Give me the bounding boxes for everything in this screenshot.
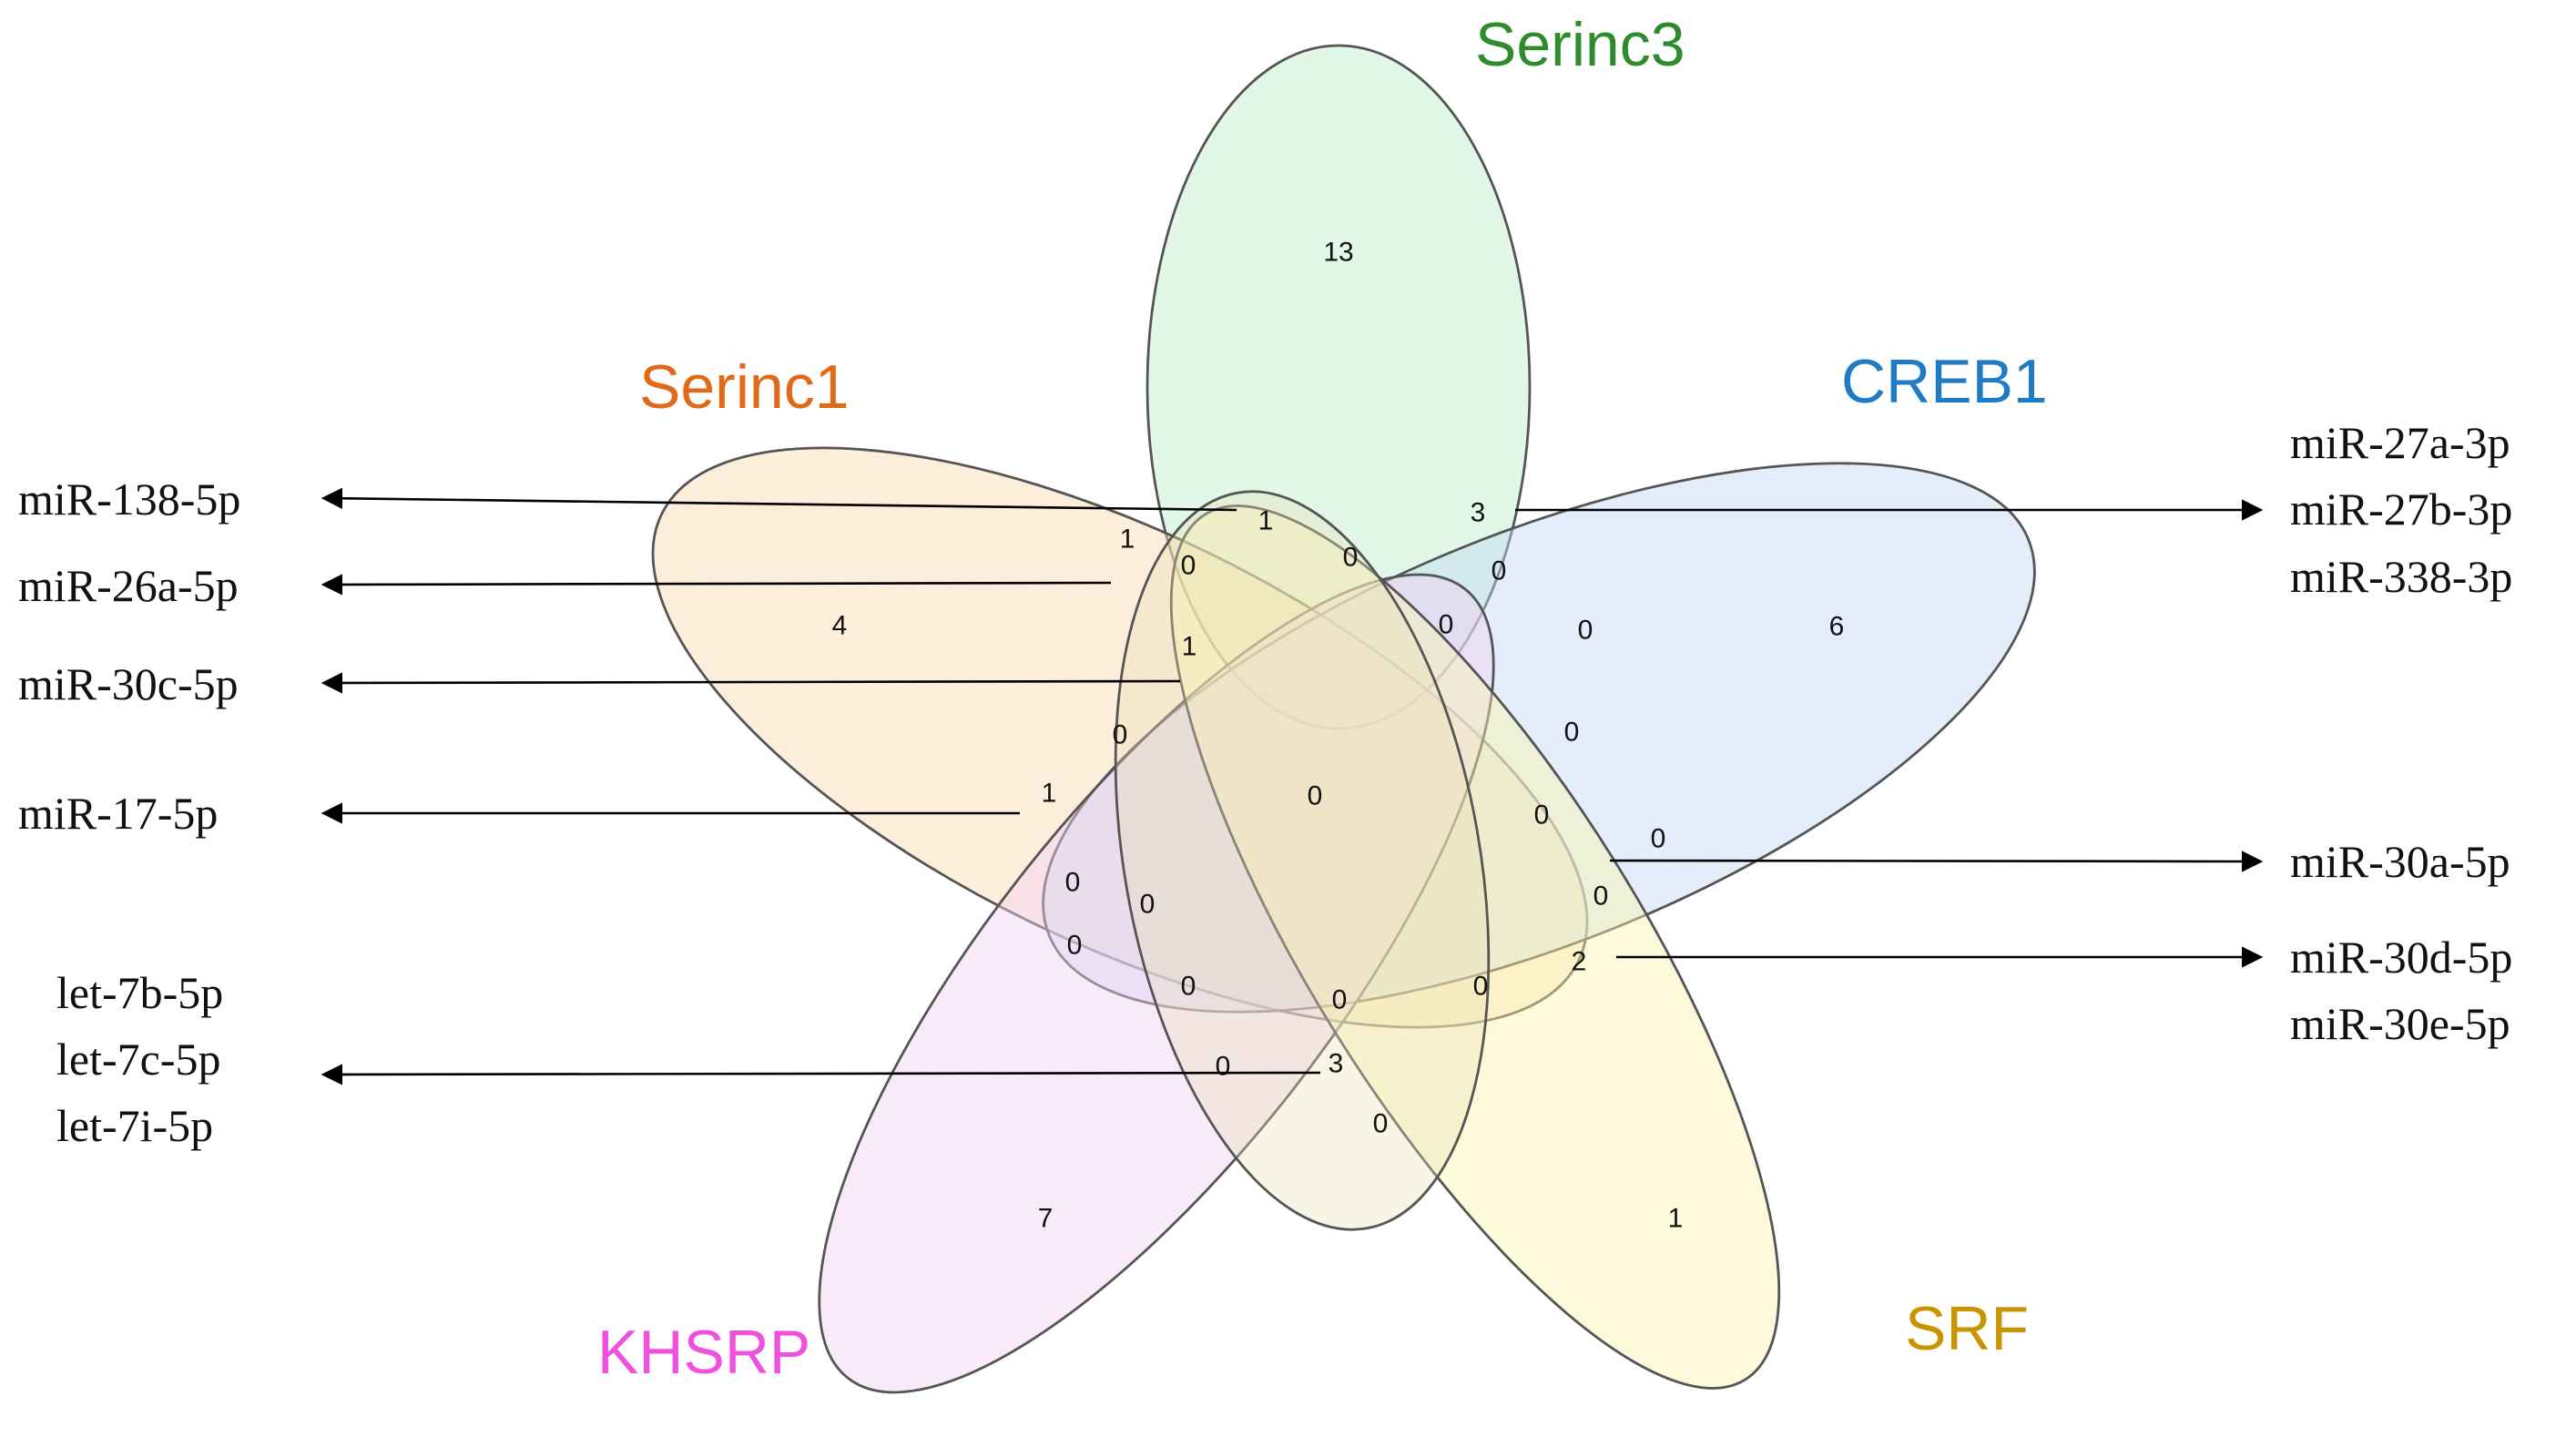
mirna-label: miR-27b-3p xyxy=(2290,484,2512,535)
region-count: 0 xyxy=(1343,543,1359,573)
mirna-label: miR-30a-5p xyxy=(2290,836,2510,887)
arrow-mir30c xyxy=(321,672,1181,694)
region-count: 0 xyxy=(1564,718,1580,748)
region-count: 0 xyxy=(1181,551,1196,581)
mirna-labels: miR-138-5p miR-26a-5p miR-30c-5p miR-17-… xyxy=(18,417,2512,1151)
region-counts: 13 4 6 7 1 1 1 0 0 3 0 0 0 0 1 0 0 0 0 1… xyxy=(832,238,1845,1234)
region-count: 13 xyxy=(1323,238,1353,268)
arrows xyxy=(321,487,2264,1085)
creb1-ellipse xyxy=(1042,462,2036,1014)
mirna-label: miR-138-5p xyxy=(18,474,240,525)
region-count: 0 xyxy=(1534,800,1550,830)
region-count: 1 xyxy=(1182,632,1197,662)
mirna-label: miR-338-3p xyxy=(2290,551,2512,602)
inner-ellipse xyxy=(1114,490,1491,1231)
serinc3-ellipse xyxy=(1145,44,1532,730)
arrow-mir138 xyxy=(321,487,1237,512)
region-count: 0 xyxy=(1216,1052,1231,1082)
region-count: 4 xyxy=(832,611,848,641)
region-count: 0 xyxy=(1113,720,1128,750)
region-count: 0 xyxy=(1308,781,1323,811)
region-count: 0 xyxy=(1140,890,1156,920)
mirna-label: miR-30c-5p xyxy=(18,658,239,709)
set-label-serinc3: Serinc3 xyxy=(1475,10,1685,79)
region-count: 0 xyxy=(1439,610,1454,640)
region-count: 1 xyxy=(1668,1204,1684,1234)
mirna-label: miR-27a-3p xyxy=(2290,417,2510,468)
region-count: 0 xyxy=(1373,1109,1389,1139)
set-label-srf: SRF xyxy=(1905,1294,2029,1363)
mirna-label: miR-30d-5p xyxy=(2290,932,2512,983)
mirna-label: let-7i-5p xyxy=(56,1100,213,1151)
region-count: 0 xyxy=(1181,972,1196,1002)
region-count: 0 xyxy=(1332,985,1348,1015)
mirna-label: miR-17-5p xyxy=(18,788,218,839)
arrow-let7 xyxy=(321,1064,1321,1085)
mirna-label: miR-30e-5p xyxy=(2290,998,2510,1049)
set-label-serinc1: Serinc1 xyxy=(639,352,850,422)
khsrp-ellipse xyxy=(818,573,1495,1394)
set-label-creb1: CREB1 xyxy=(1841,347,2048,416)
mirna-label: let-7b-5p xyxy=(56,967,223,1018)
region-count: 0 xyxy=(1473,972,1489,1002)
mirna-label: miR-26a-5p xyxy=(18,560,239,611)
region-count: 1 xyxy=(1120,525,1135,555)
region-count: 0 xyxy=(1578,616,1593,646)
region-count: 2 xyxy=(1572,947,1587,977)
region-count: 3 xyxy=(1471,498,1486,528)
region-count: 0 xyxy=(1065,868,1081,898)
mirna-label: let-7c-5p xyxy=(56,1034,220,1085)
arrow-mir26a xyxy=(321,574,1112,596)
region-count: 1 xyxy=(1042,779,1057,809)
region-count: 0 xyxy=(1492,556,1507,586)
region-count: 0 xyxy=(1593,881,1609,912)
region-count: 6 xyxy=(1829,612,1845,642)
region-count: 1 xyxy=(1258,506,1274,536)
region-count: 0 xyxy=(1651,824,1666,854)
set-label-khsrp: KHSRP xyxy=(597,1318,810,1387)
region-count: 0 xyxy=(1067,931,1083,961)
region-count: 3 xyxy=(1329,1049,1344,1079)
serinc1-ellipse xyxy=(651,446,1589,1029)
region-count: 7 xyxy=(1038,1204,1054,1234)
